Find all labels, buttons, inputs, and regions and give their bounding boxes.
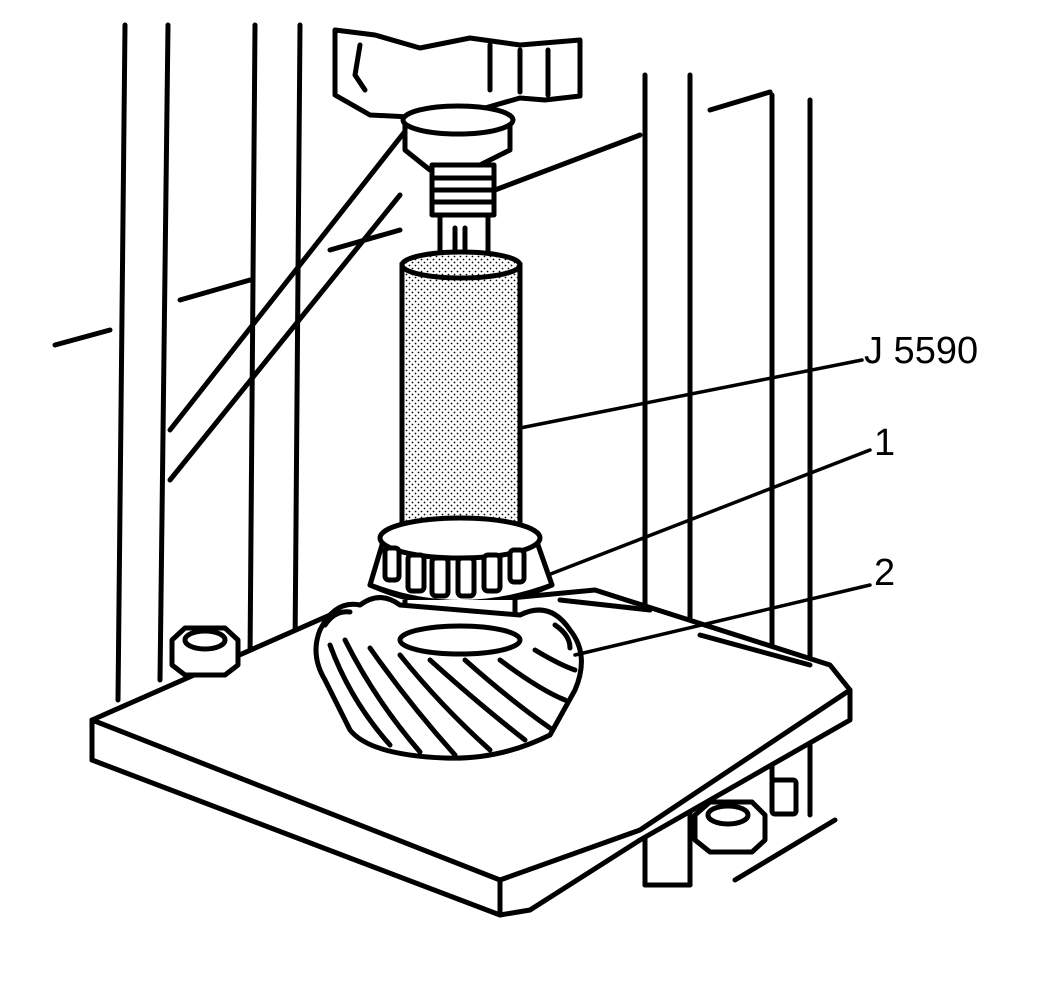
- label-part1: 1: [874, 422, 895, 464]
- label-j5590: J 5590: [864, 330, 978, 372]
- leader-j5590: [518, 358, 864, 430]
- j5590-tool: [399, 249, 523, 548]
- leader-part2: [573, 583, 872, 657]
- press-ram: [332, 27, 583, 268]
- callout-leaders: [518, 358, 872, 657]
- leader-part1: [546, 448, 872, 577]
- hex-nut-right: [692, 777, 799, 855]
- label-part2: 2: [874, 552, 895, 594]
- pinion-gear: [313, 595, 584, 761]
- hex-nut-left: [169, 625, 241, 678]
